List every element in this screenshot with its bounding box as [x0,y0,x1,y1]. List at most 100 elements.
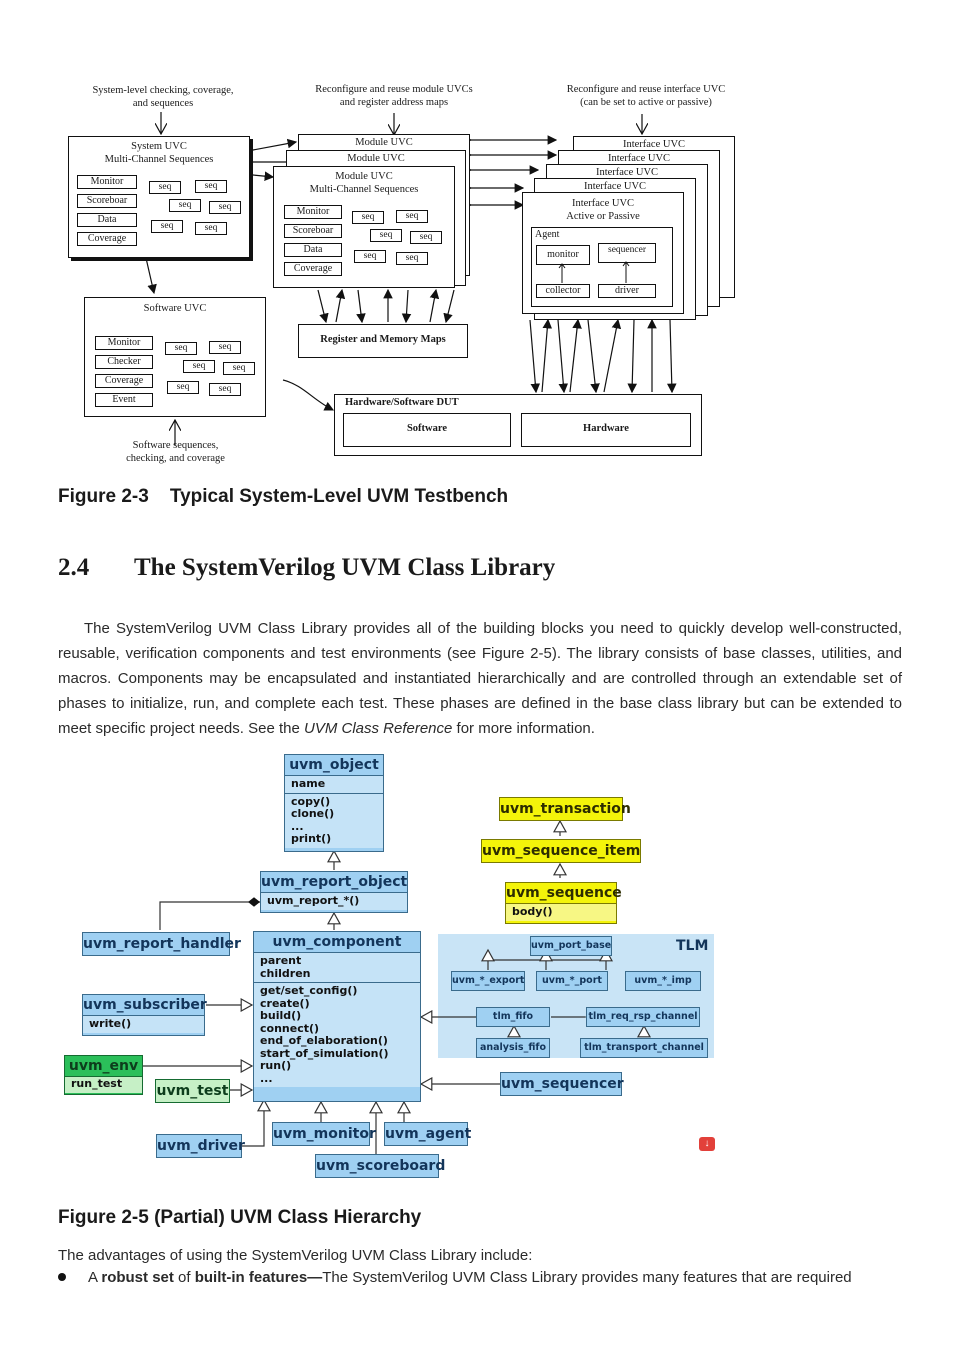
bullet-bold-builtin: built-in features— [194,1269,323,1286]
paragraph-text-end: for more information. [452,720,595,737]
uvm-subscriber: uvm_subscriber write() [82,994,207,1036]
tlm-req-rsp-channel: tlm_req_rsp_channel [586,1007,700,1027]
interface-uvc-stack-title: Interface UVC [595,167,659,178]
tlm-label: TLM [676,938,709,954]
tlm-analysis-fifo: analysis_fifo [476,1038,550,1058]
attr: parent [260,954,302,967]
method: get/set_config() [260,984,358,997]
interface-uvc-stack-title: Interface UVC [607,153,671,164]
dut-title: Hardware/Software DUT [345,397,459,408]
uvm-object: uvm_object name copy() clone() ... print… [284,754,384,852]
figure-2-3-caption: Figure 2-3 Typical System-Level UVM Test… [58,486,509,507]
agent-sequencer: sequencer [598,243,656,263]
tlm-export: uvm_*_export [451,971,525,991]
method: build() [260,1009,302,1022]
uvm-agent: uvm_agent [384,1122,471,1146]
register-memory-maps-label: Register and Memory Maps [320,334,446,345]
method: connect() [260,1021,320,1035]
seq-box: seq [169,199,201,212]
seq-box: seq [352,211,384,224]
paragraph-italic: UVM Class Reference [303,720,453,737]
dut-hardware: Hardware [521,413,691,447]
note-module: Reconfigure and reuse module UVCs and re… [294,83,494,109]
module-scoreboard: Scoreboar [284,224,342,238]
method: start_of_simulation() [260,1046,389,1060]
module-uvc-title-line-2: Multi-Channel Sequences [309,184,419,195]
dut-hardware-label: Hardware [583,423,629,434]
note-software-line-1: Software sequences, [132,440,219,451]
seq-box: seq [354,250,386,263]
bullet-text-a: A [88,1269,102,1286]
method: run() [260,1059,292,1072]
seq-box: seq [149,181,181,194]
advantages-intro: The advantages of using the SystemVerilo… [58,1247,533,1264]
uvm-transaction: uvm_transaction [499,797,631,821]
method: ... [260,1071,273,1085]
agent-links [558,261,630,283]
bullet-text-rest: The SystemVerilog UVM Class Library prov… [322,1269,852,1286]
agent-box: Agent monitor sequencer collector driver [531,227,673,307]
intro-paragraph: The SystemVerilog UVM Class Library prov… [58,616,902,741]
uvm-env-method: run_test [65,1077,142,1093]
interface-uvc-title: Interface UVC Active or Passive [523,197,683,223]
method: end_of_elaboration() [260,1034,388,1047]
seq-box: seq [165,342,197,355]
software-monitor: Monitor [95,336,153,350]
module-uvc-title: Module UVC Multi-Channel Sequences [274,170,454,196]
software-uvc-title: Software UVC [143,303,207,314]
system-uvc: System UVC Multi-Channel Sequences Monit… [68,136,250,258]
seq-box: seq [396,252,428,265]
uvm-report-object-name: uvm_report_object [261,872,407,893]
tlm-fifo: tlm_fifo [476,1007,550,1027]
figure-2-5-connectors [143,819,652,1162]
system-scoreboard: Scoreboar [77,194,137,208]
interface-uvc-stack-title: Interface UVC [583,181,647,192]
bullet-dot [58,1273,66,1281]
interface-uvc: Interface UVC Active or Passive Agent mo… [522,192,684,314]
bullet-bold-robust: robust set [101,1269,174,1286]
bullet-text-of: of [173,1269,195,1286]
seq-box: seq [209,383,241,396]
figure-2-5-caption: Figure 2-5 (Partial) UVM Class Hierarchy [58,1207,422,1228]
uvm-sequencer: uvm_sequencer [500,1072,624,1096]
note-interface: Reconfigure and reuse interface UVC (can… [546,83,746,109]
seq-box: seq [410,231,442,244]
hw-sw-dut: Hardware/Software DUT Software Hardware [334,394,702,456]
note-system-line-2: and sequences [132,98,194,109]
dut-software: Software [343,413,511,447]
download-icon[interactable]: ↓ [699,1137,715,1151]
agent-collector: collector [536,284,590,298]
uvm-component-methods: get/set_config() create() build() connec… [254,983,420,1087]
module-data: Data [284,243,342,257]
dut-software-label: Software [406,423,448,434]
system-monitor: Monitor [77,175,137,189]
tlm-port-base: uvm_port_base [530,936,612,956]
note-software-line-2: checking, and coverage [126,453,225,464]
interface-uvc-title-line-1: Interface UVC [571,198,635,209]
tlm-port: uvm_*_port [536,971,608,991]
method: clone() [291,807,335,820]
uvm-driver: uvm_driver [156,1134,245,1158]
attr: children [260,966,311,980]
seq-box: seq [209,341,241,354]
method: ... [291,819,304,833]
system-data: Data [77,213,137,227]
uvm-object-name: uvm_object [285,755,383,776]
uvm-object-methods: copy() clone() ... print() [285,793,383,848]
uvm-scoreboard: uvm_scoreboard [315,1154,445,1178]
seq-box: seq [223,362,255,375]
agent-monitor: monitor [536,245,590,265]
interface-uvc-stack-title: Interface UVC [622,139,686,150]
module-uvc-stack-title: Module UVC [355,137,413,148]
software-uvc: Software UVC Monitor Checker Coverage Ev… [84,297,266,417]
module-coverage: Coverage [284,262,342,276]
note-interface-line-1: Reconfigure and reuse interface UVC [566,84,726,95]
uvm-component-name: uvm_component [254,932,420,953]
uvm-monitor: uvm_monitor [272,1122,376,1146]
uvm-sequence-method: body() [506,904,616,921]
seq-box: seq [151,220,183,233]
uvm-env: uvm_env run_test [64,1055,143,1095]
note-system-line-1: System-level checking, coverage, [92,85,234,96]
tlm-transport-channel: tlm_transport_channel [580,1038,708,1058]
